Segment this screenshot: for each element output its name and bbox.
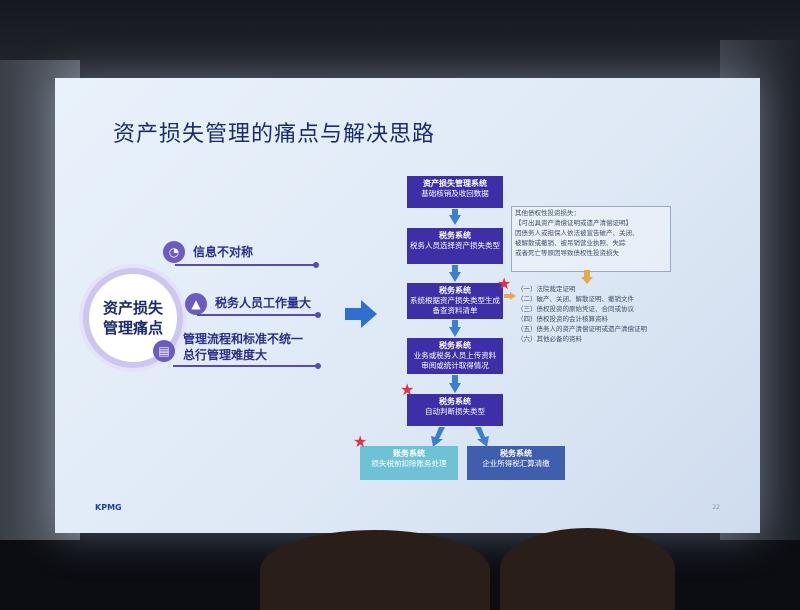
flow-arrow-2 — [449, 272, 461, 282]
flow-step-3-body: 系统根据资产损失类型生成备查资料清单 — [410, 296, 500, 315]
note-top-line-3: 因债务人或担保人依法被宣告破产、关闭、 — [515, 229, 639, 237]
flow-step-7: 税务系统 企业所得税汇算清缴 — [467, 446, 565, 480]
pain-dot-3 — [315, 363, 321, 369]
flow-step-7-body: 企业所得税汇算清缴 — [482, 459, 550, 468]
room-ceiling — [0, 0, 800, 90]
flow-arrow-stem-2 — [452, 265, 458, 273]
note-right-arrow-icon — [504, 292, 516, 300]
note-list: （一）法院裁定证明 （二）破产、关闭、解散证明、撤销文件 （三）债权投资的原始凭… — [517, 284, 647, 344]
flow-step-3-title: 税务系统 — [439, 286, 471, 295]
star-icon: ★ — [497, 274, 512, 293]
pain-text-3b: 总行管理难度大 — [183, 348, 268, 362]
flow-step-2-body: 税务人员选择资产损失类型 — [410, 241, 500, 250]
flow-step-5-body: 自动判断损失类型 — [425, 407, 485, 416]
flow-arrow-1 — [449, 215, 461, 225]
note-top: 其他债权性投资损失： 【可出具资产清偿证明或遗产清偿证明】 因债务人或担保人依法… — [515, 208, 639, 258]
flow-arrow-stem-1 — [452, 209, 458, 215]
note-down-arrow-icon — [581, 270, 593, 284]
pain-line-2 — [197, 314, 317, 316]
note-list-item-6: （六）其他必备的资料 — [517, 335, 582, 343]
flow-step-4-body: 业务或税务人员上传资料 审阅或统计取得情况 — [413, 351, 497, 370]
note-top-line-4: 被解散或撤销、被吊销营业执照、失踪 — [515, 239, 626, 247]
kpmg-logo: KPMG — [95, 503, 122, 512]
flow-split-arrows — [431, 427, 489, 447]
note-top-line-2: 【可出具资产清偿证明或遗产清偿证明】 — [515, 219, 632, 227]
note-list-item-4: （四）债权投资的会计核算资料 — [517, 315, 608, 323]
flow-arrow-3 — [449, 327, 461, 337]
flow-arrow-4 — [449, 383, 461, 393]
circle-line-2: 管理痛点 — [102, 319, 163, 337]
flow-step-2: 税务系统 税务人员选择资产损失类型 — [407, 228, 503, 264]
pain-text-1: 信息不对称 — [193, 245, 254, 259]
flow-step-6: 账务系统 损失税前扣除账务处理 — [360, 446, 458, 480]
pain-text-3a: 管理流程和标准不统一 — [183, 332, 304, 346]
flow-step-1-body: 基础核销及收回数据 — [421, 189, 489, 198]
flow-step-4-title: 税务系统 — [439, 341, 471, 350]
flow-step-7-title: 税务系统 — [500, 449, 532, 458]
flow-step-3: 税务系统 系统根据资产损失类型生成备查资料清单 — [407, 283, 503, 319]
info-icon: ◔ — [163, 241, 185, 263]
workload-icon: ▲ — [185, 293, 207, 315]
pain-text-2: 税务人员工作量大 — [215, 296, 312, 310]
pain-dot-1 — [313, 262, 319, 268]
audience-head-left — [260, 530, 490, 610]
pain-line-1 — [175, 264, 315, 266]
star-icon: ★ — [353, 432, 368, 451]
flow-step-2-title: 税务系统 — [439, 231, 471, 240]
note-list-item-1: （一）法院裁定证明 — [517, 285, 576, 293]
star-icon: ★ — [400, 380, 415, 399]
flow-step-1-title: 资产损失管理系统 — [423, 179, 487, 188]
pain-dot-2 — [315, 312, 321, 318]
flow-step-4: 税务系统 业务或税务人员上传资料 审阅或统计取得情况 — [407, 338, 503, 374]
projection-screen: 资产损失管理的痛点与解决思路 资产损失 管理痛点 ◔ 信息不对称 ▲ 税务人员工… — [55, 78, 760, 533]
flow-step-6-body: 损失税前扣除账务处理 — [371, 459, 447, 468]
pain-line-3 — [173, 365, 318, 367]
note-top-line-5: 或者死亡等原因导致债权性投资损失 — [515, 249, 619, 257]
flow-arrow-stem-3 — [452, 320, 458, 328]
note-top-box — [511, 206, 671, 272]
note-list-item-5: （五）债务人的资产清偿证明或遗产清偿证明 — [517, 325, 647, 333]
flow-arrow-stem-4 — [452, 375, 458, 384]
note-list-item-3: （三）债权投资的原始凭证、合同或协议 — [517, 305, 634, 313]
flow-step-5-title: 税务系统 — [439, 397, 471, 406]
circle-line-1: 资产损失 — [102, 299, 163, 317]
flow-step-6-title: 账务系统 — [393, 449, 425, 458]
audience-head-right — [500, 528, 675, 610]
right-arrow-icon — [345, 300, 377, 328]
document-icon: ▤ — [153, 340, 175, 362]
page-number: 22 — [712, 504, 720, 511]
flow-step-1: 资产损失管理系统 基础核销及收回数据 — [407, 176, 503, 208]
flow-step-5: 税务系统 自动判断损失类型 — [407, 394, 503, 426]
note-top-line-1: 其他债权性投资损失： — [515, 209, 580, 217]
note-list-item-2: （二）破产、关闭、解散证明、撤销文件 — [517, 295, 634, 303]
slide-title: 资产损失管理的痛点与解决思路 — [113, 122, 436, 147]
